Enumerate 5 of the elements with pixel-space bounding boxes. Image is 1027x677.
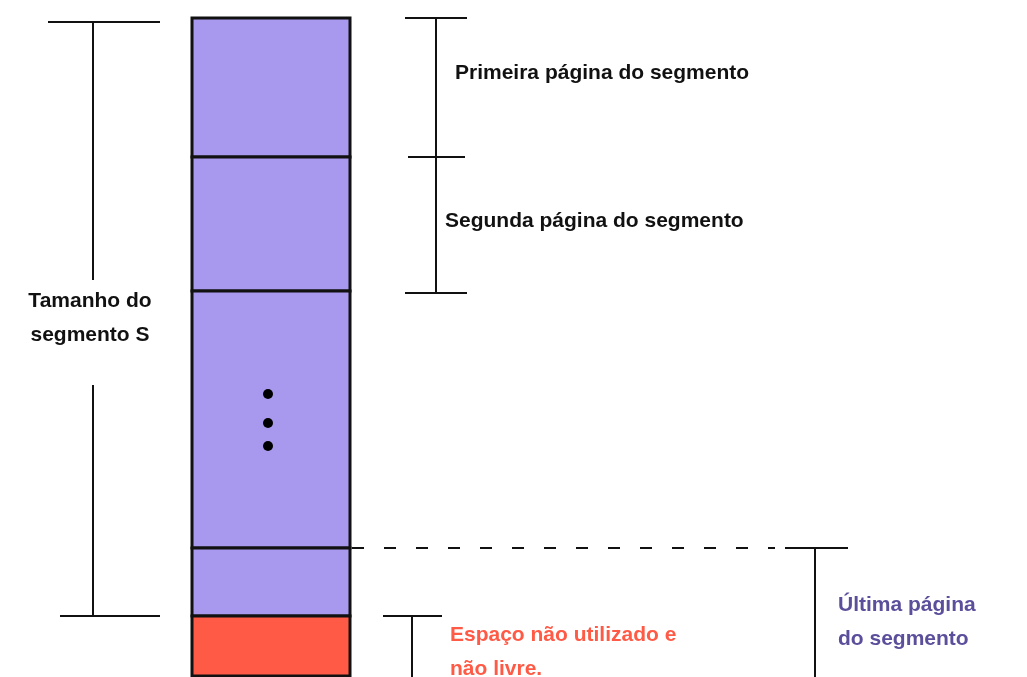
- dimension-label: Primeira página do segmento: [455, 59, 751, 85]
- dimension-label: Última página do segmento: [838, 591, 977, 651]
- dimension-label: Segunda página do segmento: [445, 207, 745, 233]
- block-label: Espaço não utilizado e não livre.: [450, 621, 678, 677]
- dimension-label: Tamanho do segmento S: [27, 287, 153, 347]
